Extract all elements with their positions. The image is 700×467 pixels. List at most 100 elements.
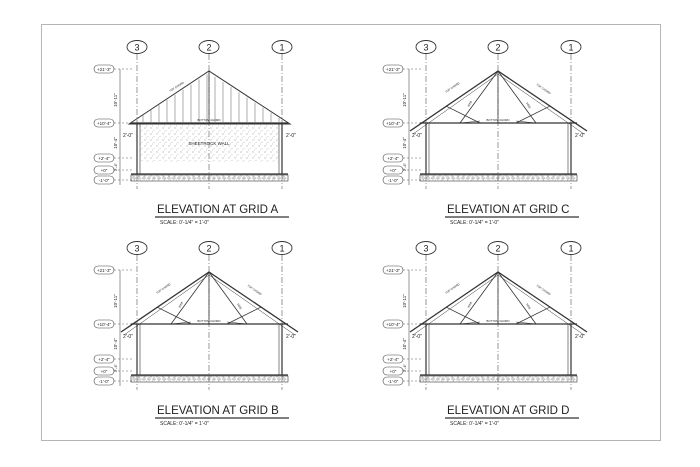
level-label: +10'-4" xyxy=(386,121,400,126)
foundation-mark xyxy=(551,377,555,381)
web-member xyxy=(208,271,248,325)
level-label: -1'-0" xyxy=(99,379,110,384)
foundation-mark xyxy=(252,377,256,381)
level-label: +10'-4" xyxy=(386,322,400,327)
foundation xyxy=(130,375,289,383)
foundation-mark xyxy=(511,176,515,180)
foundation-mark xyxy=(137,377,141,381)
foundation-mark xyxy=(566,176,570,180)
foundation-mark xyxy=(521,176,525,180)
foundation-mark xyxy=(456,377,460,381)
grid-label: 3 xyxy=(423,43,428,53)
web-member xyxy=(445,306,481,325)
web-label: WEB xyxy=(236,303,243,311)
foundation-mark xyxy=(142,176,146,180)
foundation-mark xyxy=(282,176,286,180)
grid-bubble xyxy=(560,40,582,54)
web-member xyxy=(226,306,262,325)
dimension-lower: 10'-4" xyxy=(402,338,407,350)
elevation-title: ELEVATION AT GRID A xyxy=(157,204,279,216)
foundation-mark xyxy=(566,377,570,381)
foundation-mark xyxy=(451,176,455,180)
foundation-mark xyxy=(207,176,211,180)
level-label: +2'-4" xyxy=(98,156,110,161)
foundation-mark xyxy=(197,377,201,381)
grid-label: 3 xyxy=(423,244,428,254)
gable-outline xyxy=(127,70,292,125)
grid-bubble xyxy=(415,241,437,255)
foundation-mark xyxy=(536,176,540,180)
level-label: +0" xyxy=(390,168,397,173)
web-label: WEB xyxy=(525,303,532,311)
top-chord-label: TOP CHORD xyxy=(155,282,171,295)
foundation-mark xyxy=(172,377,176,381)
foundation-mark xyxy=(421,377,425,381)
web-label: WEB xyxy=(177,301,184,309)
foundation-mark xyxy=(247,176,251,180)
dimension-base: 2'-4" xyxy=(113,162,118,171)
web-member xyxy=(459,120,481,124)
foundation-mark xyxy=(556,377,560,381)
foundation-mark xyxy=(446,176,450,180)
foundation-mark xyxy=(441,176,445,180)
foundation-mark xyxy=(222,377,226,381)
foundation-mark xyxy=(441,377,445,381)
side-dimension-left: 2'-0" xyxy=(412,334,422,340)
foundation-mark xyxy=(217,176,221,180)
elevation-title: ELEVATION AT GRID D xyxy=(447,405,569,417)
foundation-mark xyxy=(556,176,560,180)
foundation-mark xyxy=(232,176,236,180)
grid-label: 1 xyxy=(279,244,284,254)
grid-bubble xyxy=(271,241,293,255)
dimension-lower: 10'-4" xyxy=(113,137,118,149)
foundation xyxy=(419,174,578,182)
foundation-mark xyxy=(162,176,166,180)
foundation-mark xyxy=(187,377,191,381)
web-label: WEB xyxy=(525,102,532,110)
grid-bubble xyxy=(560,241,582,255)
level-label: +2'-4" xyxy=(98,357,110,362)
foundation-mark xyxy=(147,176,151,180)
top-chord-label: TOP CHORD xyxy=(535,284,551,297)
foundation-mark xyxy=(237,176,241,180)
foundation-mark xyxy=(461,377,465,381)
foundation-mark xyxy=(531,377,535,381)
foundation-mark xyxy=(496,176,500,180)
web-member xyxy=(459,321,481,325)
grid-bubble xyxy=(198,40,220,54)
foundation-mark xyxy=(257,377,261,381)
foundation-mark xyxy=(506,176,510,180)
elevation-scale: SCALE: 0'-1/4" = 1'-0" xyxy=(160,421,209,427)
dimension-base: 2'-4" xyxy=(113,363,118,372)
grid-label: 1 xyxy=(568,43,573,53)
grid-label: 3 xyxy=(134,244,139,254)
foundation-mark xyxy=(491,176,495,180)
grid-bubble xyxy=(198,241,220,255)
foundation-mark xyxy=(461,176,465,180)
foundation-mark xyxy=(486,377,490,381)
side-dimension-left: 2'-0" xyxy=(123,334,133,340)
foundation-mark xyxy=(436,377,440,381)
foundation-mark xyxy=(267,377,271,381)
dimension-lower: 10'-4" xyxy=(402,137,407,149)
web-label: WEB xyxy=(466,301,473,309)
foundation-mark xyxy=(481,176,485,180)
top-chord-label: TOP CHORD xyxy=(168,81,184,93)
foundation-mark xyxy=(546,377,550,381)
foundation-mark xyxy=(187,176,191,180)
foundation-mark xyxy=(227,176,231,180)
foundation-mark xyxy=(197,176,201,180)
foundation-mark xyxy=(436,176,440,180)
foundation-mark xyxy=(476,176,480,180)
foundation-mark xyxy=(272,377,276,381)
foundation-mark xyxy=(541,377,545,381)
foundation-mark xyxy=(162,377,166,381)
top-chord-inner xyxy=(412,73,585,135)
elevation-scale: SCALE: 0'-1/4" = 1'-0" xyxy=(450,421,499,427)
top-chord-label: TOP CHORD xyxy=(246,284,262,297)
level-label: +21'-3" xyxy=(386,67,400,72)
foundation-mark xyxy=(212,377,216,381)
